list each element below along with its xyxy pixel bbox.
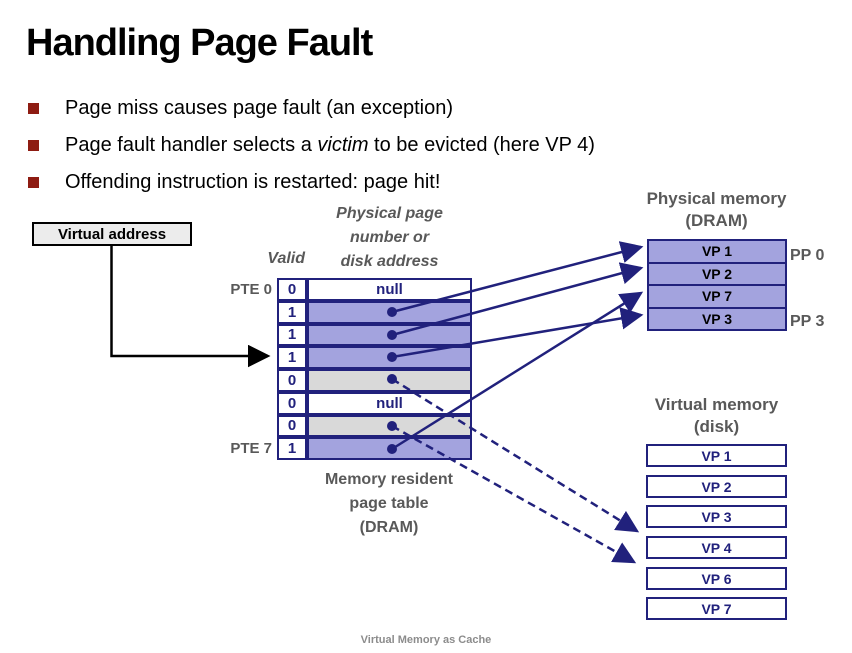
- pte-value-cell: [307, 300, 472, 324]
- bullet-square-icon: [28, 103, 39, 114]
- physical-page-row: VP 2: [649, 261, 785, 285]
- pte-value-cell: null: [307, 391, 472, 415]
- physical-memory-title: Physical memory (DRAM): [614, 188, 819, 232]
- page-table: 0 null 1 1 1 0 0 null 0 1: [277, 278, 472, 460]
- pte-value-cell: null: [307, 278, 472, 301]
- bullet-text: Page fault handler selects a victim to b…: [65, 132, 595, 159]
- bullet-text: Offending instruction is restarted: page…: [65, 169, 440, 196]
- bullet-text-post: to be evicted (here VP 4): [368, 134, 595, 156]
- virtual-page-row: VP 7: [646, 597, 787, 620]
- virtual-page-row: VP 3: [646, 505, 787, 528]
- virtual-page-row: VP 6: [646, 567, 787, 590]
- ppn-header-line: number or: [349, 229, 430, 246]
- bullet-text-pre: Page fault handler selects a: [65, 134, 318, 156]
- virtual-address-label: Virtual address: [57, 225, 167, 243]
- pte-value-cell: [307, 369, 472, 392]
- physical-page-row: VP 3: [649, 306, 785, 330]
- pte-valid-bit: 0: [277, 369, 307, 392]
- pte-valid-bit: 1: [277, 300, 307, 324]
- bullet-text: Page miss causes page fault (an exceptio…: [65, 95, 453, 122]
- physical-page-row: VP 1: [701, 243, 733, 260]
- pte-value-cell: [307, 437, 472, 460]
- virtual-page-row: VP 1: [646, 444, 787, 467]
- pte-valid-bit: 0: [277, 278, 307, 301]
- bullet-text-pre: Page miss causes page fault (an exceptio…: [65, 97, 453, 119]
- virtual-memory-title-line: (disk): [693, 417, 740, 436]
- bullet-square-icon: [28, 140, 39, 151]
- ppn-disk-address-header: Physical page number or disk address: [307, 202, 472, 274]
- pte-valid-bit: 1: [277, 323, 307, 347]
- pte-value-cell: [307, 346, 472, 369]
- virtual-page-row: VP 4: [646, 536, 787, 559]
- bullet-square-icon: [28, 177, 39, 188]
- physical-memory-title-line: (DRAM): [685, 211, 748, 230]
- pte-valid-bit: 1: [277, 437, 307, 460]
- pp0-label: PP 0: [790, 247, 825, 264]
- valid-column-header: Valid: [267, 250, 305, 267]
- bullet-item: Page fault handler selects a victim to b…: [28, 132, 595, 159]
- virtual-memory-title-line: Virtual memory: [654, 395, 779, 414]
- physical-page-row: VP 7: [649, 284, 785, 307]
- page-table-caption-line: Memory resident: [324, 471, 454, 488]
- bullet-item: Page miss causes page fault (an exceptio…: [28, 95, 453, 122]
- page-title: Handling Page Fault: [26, 22, 373, 64]
- ppn-header-line: Physical page: [336, 205, 443, 222]
- virtual-memory-title: Virtual memory (disk): [614, 394, 819, 438]
- ppn-header-line: disk address: [340, 253, 439, 270]
- page-table-caption-line: page table: [349, 495, 429, 512]
- pte-value-cell: [307, 323, 472, 347]
- virtual-address-box: Virtual address: [32, 222, 192, 246]
- pp3-label: PP 3: [790, 313, 825, 330]
- footer-text: Virtual Memory as Cache: [360, 634, 492, 646]
- bullet-text-em: victim: [317, 134, 369, 156]
- pte-value-cell: [307, 414, 472, 438]
- virtual-page-row: VP 2: [646, 475, 787, 498]
- bullet-text-pre: Offending instruction is restarted: page…: [65, 171, 441, 193]
- physical-memory-title-line: Physical memory: [646, 189, 787, 208]
- pte-valid-bit: 1: [277, 346, 307, 369]
- pte-valid-bit: 0: [277, 414, 307, 438]
- page-table-caption: Memory resident page table (DRAM): [300, 468, 478, 540]
- pte-valid-bit: 0: [277, 391, 307, 415]
- physical-memory-box: VP 1 VP 2 VP 7 VP 3: [647, 239, 787, 332]
- page-table-caption-line: (DRAM): [359, 519, 419, 536]
- bullet-item: Offending instruction is restarted: page…: [28, 169, 440, 196]
- pte0-label: PTE 0: [230, 281, 272, 298]
- pte7-label: PTE 7: [230, 440, 272, 457]
